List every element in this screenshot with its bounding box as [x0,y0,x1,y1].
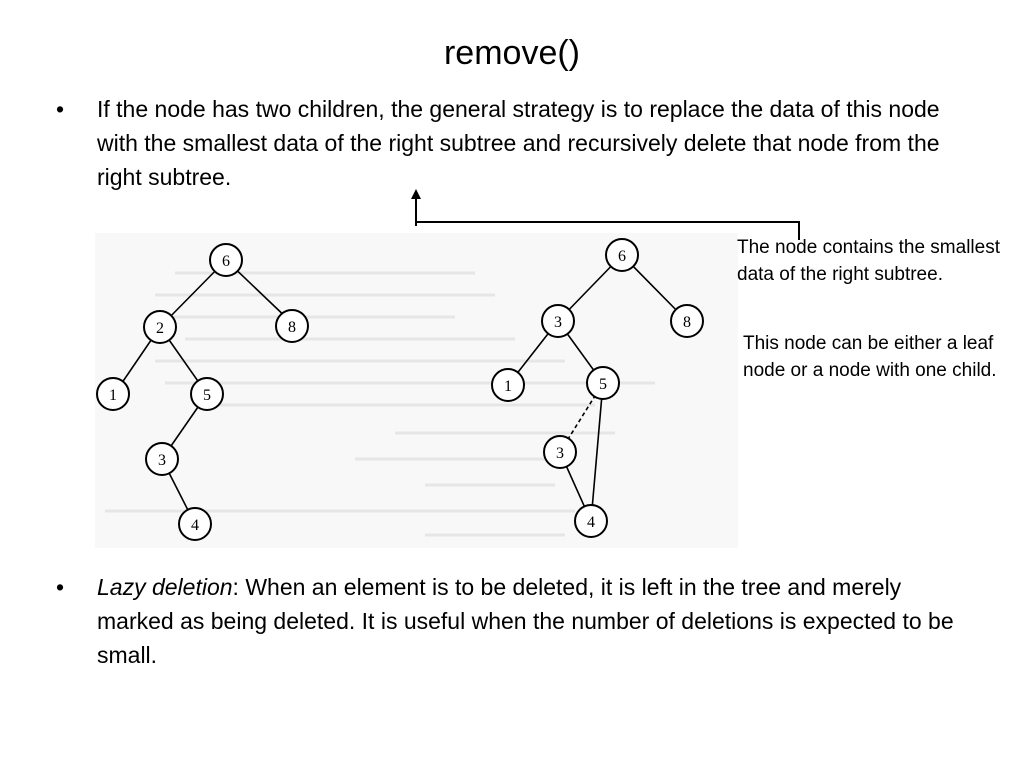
bullet-dot: • [56,574,65,600]
tree-deletion-figure: 6 2 8 1 5 3 4 [95,233,738,548]
svg-text:8: 8 [288,319,296,336]
right-tree-node-4: 4 [574,504,608,538]
bullet-dot: • [56,96,65,122]
left-tree-node-2: 2 [143,310,177,344]
left-tree-node-1: 1 [96,377,130,411]
right-tree-node-3-leaf: 3 [543,435,577,469]
svg-text:6: 6 [222,253,230,270]
svg-text:3: 3 [556,445,564,462]
svg-text:3: 3 [158,452,166,469]
callout-smallest-data: The node contains the smallest data of t… [737,237,1000,285]
lazy-deletion-description: : When an element is to be deleted, it i… [97,574,954,668]
bullet-two-children: • If the node has two children, the gene… [56,92,956,202]
svg-text:1: 1 [504,378,512,395]
svg-text:8: 8 [683,314,691,331]
svg-text:5: 5 [599,376,607,393]
left-tree-node-5: 5 [190,377,224,411]
callout-leaf-or-one-child: This node can be either a leaf node or a… [743,333,997,381]
slide-title: remove() [443,34,581,72]
svg-text:4: 4 [191,517,199,534]
left-tree-node-8: 8 [275,309,309,343]
svg-text:6: 6 [618,248,626,265]
right-tree-node-5: 5 [586,366,620,400]
svg-text:1: 1 [109,387,117,404]
svg-text:5: 5 [203,387,211,404]
right-tree-node-3: 3 [541,304,575,338]
bullet-text: Lazy deletion: When an element is to be … [97,570,967,672]
bullet-text: If the node has two children, the genera… [97,96,940,190]
left-tree-node-3: 3 [145,442,179,476]
svg-text:4: 4 [587,514,595,531]
lazy-deletion-term: Lazy deletion [97,574,233,600]
right-tree-node-1: 1 [491,368,525,402]
right-tree-node-8: 8 [670,304,704,338]
left-tree-node-4: 4 [178,507,212,541]
callout-connector-arrow [411,189,800,240]
svg-text:2: 2 [156,320,164,337]
svg-text:3: 3 [554,314,562,331]
left-tree-node-6: 6 [209,243,243,277]
bullet-lazy-deletion: • Lazy deletion: When an element is to b… [56,570,956,680]
right-tree-node-6: 6 [605,238,639,272]
